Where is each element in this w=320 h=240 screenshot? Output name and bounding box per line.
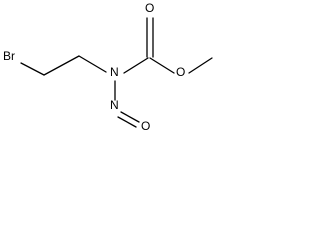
bond-o-ester-ch3: [188, 57, 213, 74]
bond-c2-n1: [78, 55, 107, 73]
bond-br-c1: [20, 62, 45, 76]
atom-oxygen-nitroso-label: O: [141, 119, 150, 133]
molecule-structure: Br N O O N O: [3, 1, 213, 133]
bond-n2-o-nitroso-a: [120, 111, 140, 123]
bond-c1-c2: [43, 55, 80, 76]
atom-oxygen-ester-label: O: [176, 65, 185, 79]
atom-oxygen-carbonyl-label: O: [145, 1, 154, 15]
bond-n1-c3: [123, 57, 149, 74]
bond-c3-o-ester: [149, 57, 175, 74]
atom-nitrogen-nitroso-label: N: [110, 98, 119, 112]
bond-n2-o-nitroso-b: [117, 116, 137, 128]
atom-nitrogen-amine-label: N: [110, 65, 119, 79]
atom-bromine-label: Br: [3, 49, 15, 63]
